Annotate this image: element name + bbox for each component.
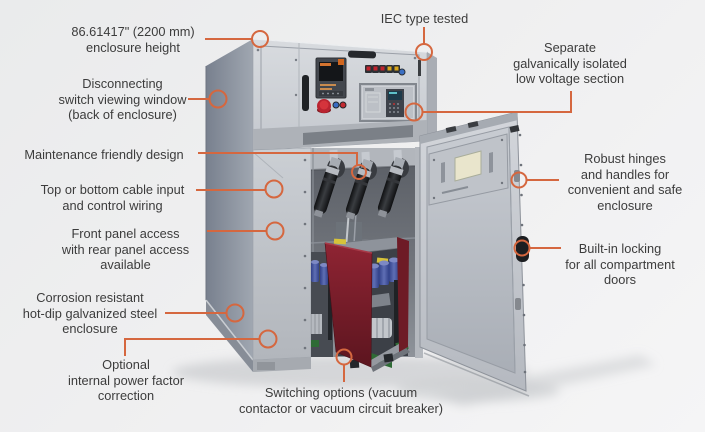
callout-ring-iec — [415, 43, 433, 61]
label-low-voltage-section: Separate galvanically isolated low volta… — [513, 40, 627, 86]
callout-line-power-factor — [124, 338, 259, 356]
compartment-junction — [253, 120, 427, 150]
indicator-lights — [365, 65, 406, 76]
callout-ring-low-voltage — [404, 102, 424, 122]
lv-control-panel — [359, 83, 417, 122]
switchgear-cabinet — [205, 38, 530, 397]
emergency-stop-button[interactable] — [317, 99, 331, 114]
blue-pushbutton[interactable] — [332, 101, 340, 109]
callout-ring-viewing-window — [208, 89, 228, 109]
screws — [303, 158, 307, 350]
lifting-handle — [348, 50, 377, 59]
label-built-in-locking: Built-in locking for all compartment doo… — [565, 241, 675, 287]
callout-line-low-voltage — [423, 91, 572, 113]
breaker-truck — [324, 236, 410, 372]
label-viewing-window: Disconnecting switch viewing window (bac… — [58, 76, 187, 122]
callout-line-maintenance — [198, 152, 358, 165]
label-iec-type-tested: IEC type tested — [380, 11, 469, 26]
protection-relay-display — [315, 57, 347, 99]
label-switching-options: Switching options (vacuum contactor or v… — [238, 385, 444, 416]
callout-ring-enclosure-height — [251, 30, 269, 48]
label-enclosure-height: 86.61417" (2200 mm) enclosure height — [71, 24, 195, 55]
label-maintenance: Maintenance friendly design — [24, 147, 184, 162]
panel-handle[interactable] — [302, 75, 309, 111]
cable-bushings — [313, 156, 406, 220]
callout-ring-locking — [513, 239, 531, 257]
door-viewing-window — [454, 150, 482, 182]
callouts — [124, 27, 572, 382]
label-hinges-handles: Robust hinges and handles for convenient… — [567, 151, 683, 213]
callout-ring-switching — [335, 348, 353, 366]
callout-ring-front-access — [265, 221, 285, 241]
callout-ring-maintenance — [351, 164, 367, 180]
fixed-equipment-left — [311, 252, 333, 357]
label-front-access: Front panel access with rear panel acces… — [61, 226, 190, 272]
red-pushbutton[interactable] — [339, 101, 347, 109]
front-left-panel — [252, 147, 312, 372]
breaker-compartment-interior — [311, 148, 415, 357]
open-door[interactable] — [419, 111, 530, 397]
callout-ring-cable-input — [264, 179, 284, 199]
label-cable-input: Top or bottom cable input and control wi… — [40, 182, 185, 213]
relay-screen — [319, 62, 343, 81]
label-power-factor: Optional internal power factor correctio… — [68, 357, 184, 403]
door-hinge — [515, 298, 521, 310]
callout-ring-power-factor — [258, 329, 278, 349]
callout-ring-hinges — [510, 171, 528, 189]
truck-rear-plate — [397, 237, 409, 352]
side-panel — [205, 39, 254, 372]
label-corrosion: Corrosion resistant hot-dip galvanized s… — [22, 290, 158, 336]
callout-ring-corrosion — [225, 303, 245, 323]
